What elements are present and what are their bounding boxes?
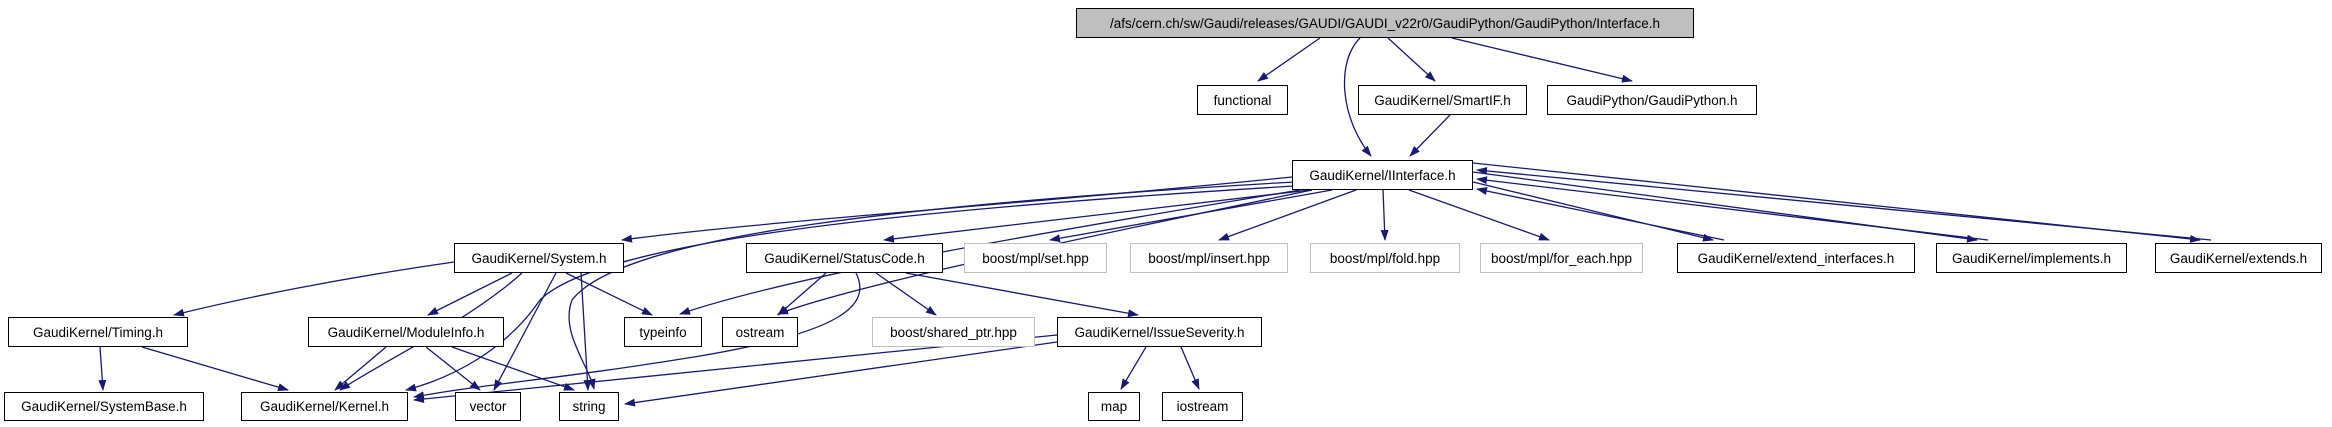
edge-implements-to-iinterface xyxy=(1476,176,1989,241)
edge-issueseverity-to-string xyxy=(624,341,1058,407)
edge-system-to-string xyxy=(580,272,592,391)
node-timing[interactable]: GaudiKernel/Timing.h xyxy=(8,317,188,347)
node-systembase[interactable]: GaudiKernel/SystemBase.h xyxy=(4,392,204,421)
edge-interface_main-to-gaudipython xyxy=(1451,37,1633,83)
node-implements[interactable]: GaudiKernel/implements.h xyxy=(1936,243,2127,273)
node-interface_main[interactable]: /afs/cern.ch/sw/Gaudi/releases/GAUDI/GAU… xyxy=(1076,8,1694,38)
node-extends[interactable]: GaudiKernel/extends.h xyxy=(2155,243,2322,273)
node-ostream[interactable]: ostream xyxy=(722,317,798,347)
edge-system-to-moduleinfo xyxy=(427,272,513,316)
node-gaudipython[interactable]: GaudiPython/GaudiPython.h xyxy=(1547,85,1757,115)
edge-iinterface-to-statuscode xyxy=(883,189,1311,243)
node-extend_interfaces[interactable]: GaudiKernel/extend_interfaces.h xyxy=(1677,243,1915,273)
node-mpl_for_each[interactable]: boost/mpl/for_each.hpp xyxy=(1480,243,1643,273)
node-vector[interactable]: vector xyxy=(455,392,521,421)
edge-iinterface-to-string xyxy=(568,181,1295,390)
edge-timing-to-systembase xyxy=(98,346,107,391)
node-iinterface[interactable]: GaudiKernel/IInterface.h xyxy=(1292,160,1473,190)
node-mpl_insert[interactable]: boost/mpl/insert.hpp xyxy=(1130,243,1288,273)
edge-timing-to-kernel xyxy=(141,346,289,392)
node-map[interactable]: map xyxy=(1088,392,1140,421)
node-smartif[interactable]: GaudiKernel/SmartIF.h xyxy=(1358,85,1527,115)
node-mpl_fold[interactable]: boost/mpl/fold.hpp xyxy=(1310,243,1460,273)
node-issueseverity[interactable]: GaudiKernel/IssueSeverity.h xyxy=(1057,317,1262,347)
node-shared_ptr[interactable]: boost/shared_ptr.hpp xyxy=(872,317,1035,347)
edge-iinterface-to-mpl_fold xyxy=(1380,189,1389,241)
edge-issueseverity-to-map xyxy=(1120,346,1147,390)
edge-system-to-typeinfo xyxy=(565,272,653,316)
edge-extends-to-iinterface xyxy=(1476,166,2212,241)
node-string[interactable]: string xyxy=(559,392,619,421)
node-statuscode[interactable]: GaudiKernel/StatusCode.h xyxy=(746,243,943,273)
edge-interface_main-to-iinterface xyxy=(1343,37,1372,157)
edge-moduleinfo-to-string xyxy=(451,346,575,391)
edge-moduleinfo-to-vector xyxy=(425,346,481,391)
node-system[interactable]: GaudiKernel/System.h xyxy=(454,243,624,273)
node-typeinfo[interactable]: typeinfo xyxy=(624,317,702,347)
node-iostream[interactable]: iostream xyxy=(1162,392,1243,421)
edge-iinterface-to-mpl_insert xyxy=(1218,189,1357,241)
edge-system-to-timing xyxy=(173,261,455,317)
node-mpl_set[interactable]: boost/mpl/set.hpp xyxy=(964,243,1107,273)
edge-smartif-to-iinterface xyxy=(1409,114,1451,157)
node-moduleinfo[interactable]: GaudiKernel/ModuleInfo.h xyxy=(308,317,504,347)
edge-statuscode-to-ostream xyxy=(777,272,827,316)
edge-iinterface-to-mpl_for_each xyxy=(1408,189,1550,241)
edge-system-to-vector xyxy=(493,272,557,391)
edge-extend_interfaces-to-iinterface xyxy=(1476,187,1725,241)
node-functional[interactable]: functional xyxy=(1197,85,1288,115)
edge-interface_main-to-smartif xyxy=(1387,37,1436,82)
edge-statuscode-to-issueseverity xyxy=(905,272,1139,318)
edge-interface_main-to-functional xyxy=(1257,37,1321,82)
edge-moduleinfo-to-kernel xyxy=(334,346,387,391)
edge-issueseverity-to-iostream xyxy=(1180,346,1200,390)
edge-statuscode-to-kernel xyxy=(413,272,861,400)
edge-statuscode-to-shared_ptr xyxy=(875,272,937,316)
edge-iinterface-to-extend_interfaces xyxy=(1472,181,1714,242)
node-kernel[interactable]: GaudiKernel/Kernel.h xyxy=(241,392,408,421)
